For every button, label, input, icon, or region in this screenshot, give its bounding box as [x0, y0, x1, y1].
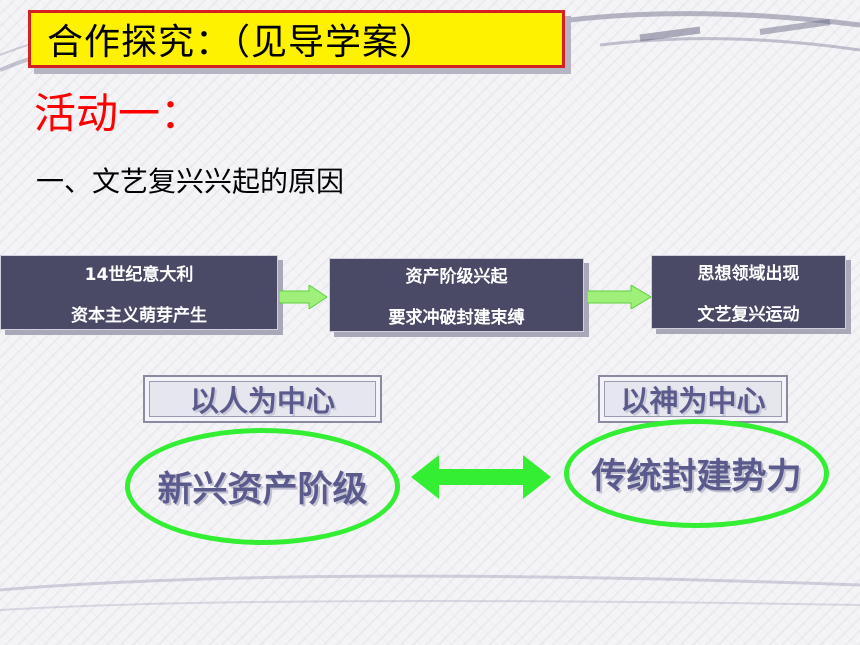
- right-arrow-icon: [587, 285, 651, 309]
- right-arrow-icon: [279, 285, 327, 309]
- section-heading: 一、文艺复兴兴起的原因: [36, 165, 345, 198]
- feudal-forces-ellipse: 传统封建势力: [564, 419, 829, 528]
- title-banner: 合作探究：（见导学案）: [28, 10, 565, 68]
- god-centered-label: 以神为中心: [598, 375, 788, 423]
- flow-box-bourgeoisie-rise: 资产阶级兴起 要求冲破封建束缚: [329, 258, 584, 332]
- flow-box-renaissance-movement: 思想领域出现 文艺复兴运动: [651, 255, 846, 329]
- human-centered-label: 以人为中心: [143, 375, 382, 423]
- double-arrow-icon: [411, 455, 551, 499]
- new-bourgeoisie-text: 新兴资产阶级: [157, 470, 368, 510]
- new-bourgeoisie-ellipse: 新兴资产阶级: [125, 428, 400, 545]
- flow-box-line2: 要求冲破封建束缚: [388, 308, 525, 328]
- activity-heading: 活动一：: [34, 89, 203, 138]
- slide-title: 合作探究：（见导学案）: [47, 22, 437, 63]
- flow-box-line2: 文艺复兴运动: [697, 305, 800, 325]
- flow-box-line1: 14世纪意大利: [84, 264, 194, 285]
- flow-box-italy-capitalism: 14世纪意大利 资本主义萌芽产生: [0, 255, 278, 330]
- flow-box-line1: 资产阶级兴起: [405, 267, 508, 287]
- feudal-forces-text: 传统封建势力: [591, 457, 802, 497]
- flow-box-line1: 思想领域出现: [697, 264, 800, 284]
- flow-box-line2: 资本主义萌芽产生: [71, 305, 207, 326]
